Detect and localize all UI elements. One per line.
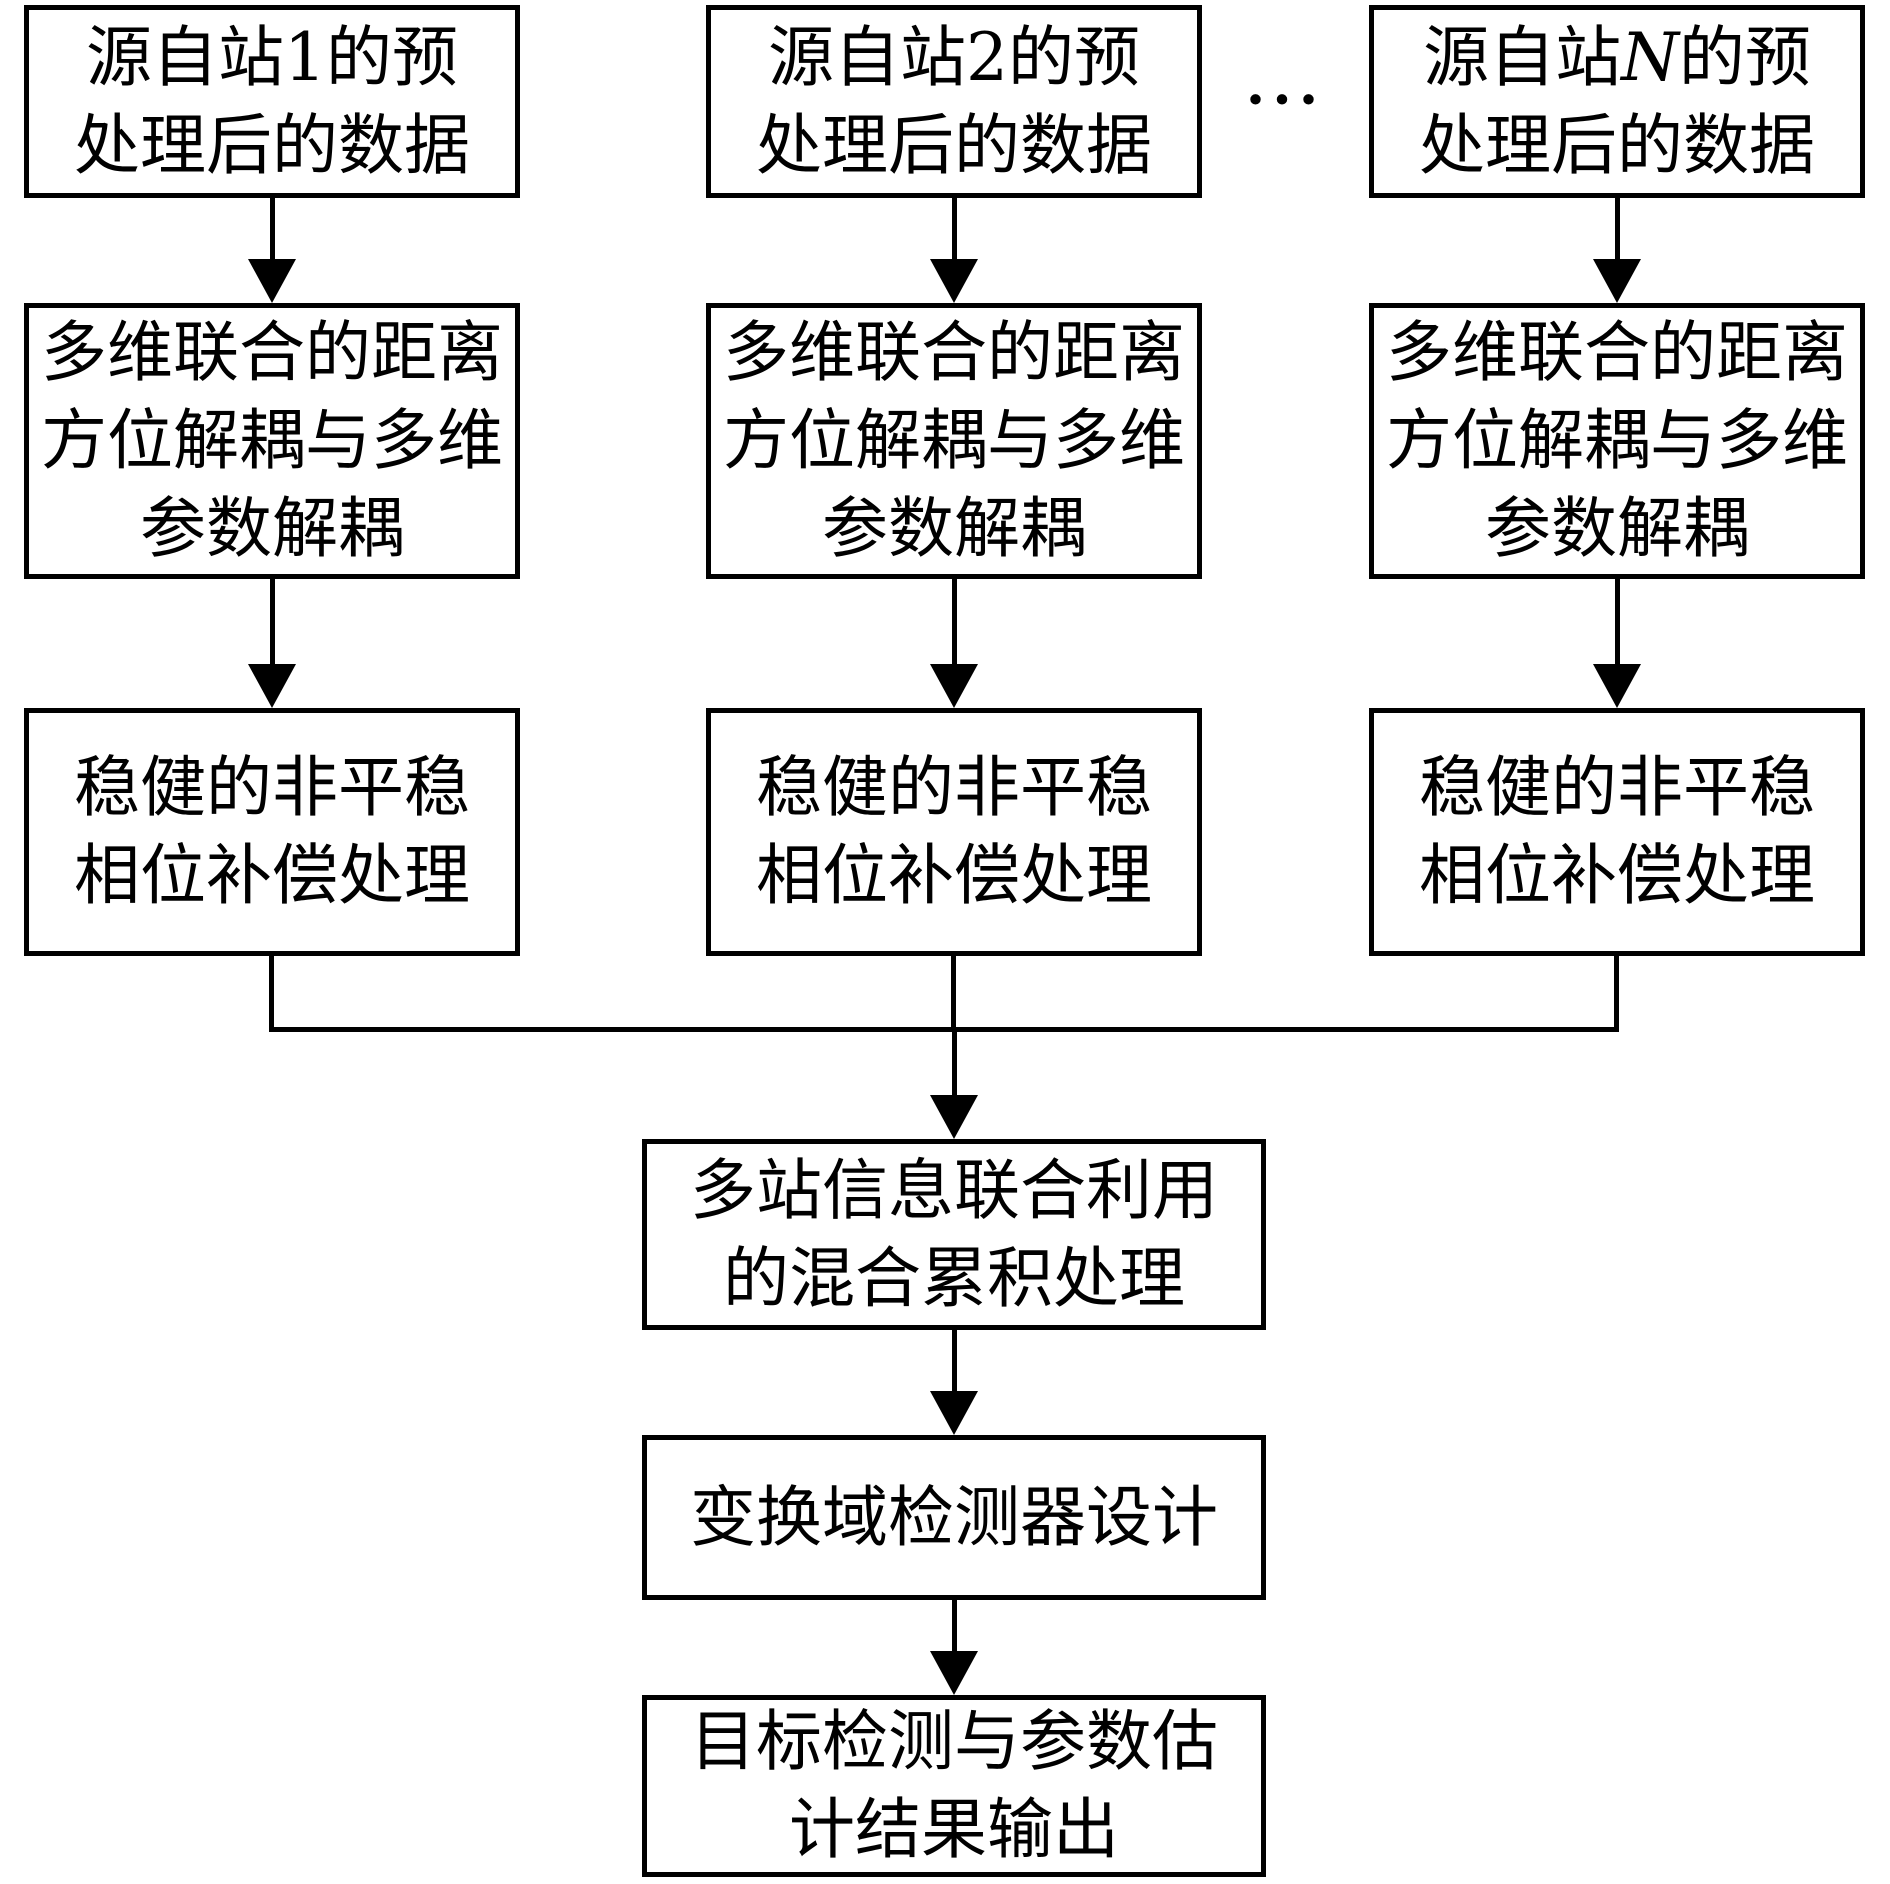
arrow-shaft xyxy=(951,1330,957,1391)
arrow-source-to-decouple-n xyxy=(1593,198,1641,303)
phase-line: 稳健的非平稳 xyxy=(756,749,1152,826)
arrow-shaft xyxy=(951,1600,957,1651)
decouple-line: 多维联合的距离 xyxy=(1386,314,1848,391)
station-2-decouple-box: 多维联合的距离 方位解耦与多维 参数解耦 xyxy=(706,303,1202,579)
ellipsis-dots: ··· xyxy=(1245,67,1326,133)
output-line: 目标检测与参数估 xyxy=(690,1703,1218,1780)
arrow-fusion-to-detector xyxy=(930,1330,978,1435)
station-n-source-line2: 处理后的数据 xyxy=(1419,106,1815,184)
arrow-head xyxy=(1593,259,1641,303)
detector-box: 变换域检测器设计 xyxy=(642,1435,1266,1600)
station-n-source-prefix: 源自站 xyxy=(1423,18,1622,96)
output-box: 目标检测与参数估 计结果输出 xyxy=(642,1695,1266,1877)
arrow-bus-to-fusion xyxy=(930,1029,978,1139)
arrow-head xyxy=(930,1651,978,1695)
arrow-decouple-to-phase-2 xyxy=(930,579,978,708)
station-2-source-prefix: 源自站 xyxy=(768,18,966,96)
decouple-line: 参数解耦 xyxy=(140,490,404,567)
station-1-phase-box: 稳健的非平稳 相位补偿处理 xyxy=(24,708,520,956)
merge-stem-right xyxy=(1614,953,1619,1032)
station-n-phase-box: 稳健的非平稳 相位补偿处理 xyxy=(1369,708,1865,956)
arrow-source-to-decouple-1 xyxy=(248,198,296,303)
decouple-line: 多维联合的距离 xyxy=(723,314,1185,391)
arrow-source-to-decouple-2 xyxy=(930,198,978,303)
station-1-source-line2: 处理后的数据 xyxy=(74,106,470,184)
detector-line: 变换域检测器设计 xyxy=(690,1478,1218,1556)
arrow-shaft xyxy=(1614,579,1620,664)
arrow-shaft xyxy=(1614,198,1620,259)
station-2-source-box: 源自站2的预 处理后的数据 xyxy=(706,5,1202,198)
phase-line: 稳健的非平稳 xyxy=(1419,749,1815,826)
arrow-detector-to-output xyxy=(930,1600,978,1695)
phase-line: 相位补偿处理 xyxy=(74,837,470,914)
phase-line: 相位补偿处理 xyxy=(756,837,1152,914)
arrow-shaft xyxy=(951,1029,957,1095)
arrow-shaft xyxy=(951,579,957,664)
station-1-source-suffix: 的预 xyxy=(326,18,458,96)
arrow-head xyxy=(930,1095,978,1139)
arrow-head xyxy=(930,259,978,303)
decouple-line: 参数解耦 xyxy=(1485,490,1749,567)
station-1-source-box: 源自站1的预 处理后的数据 xyxy=(24,5,520,198)
arrow-head xyxy=(248,664,296,708)
station-n-source-suffix: 的预 xyxy=(1678,18,1811,96)
arrow-shaft xyxy=(269,579,275,664)
station-2-id: 2 xyxy=(966,18,1008,96)
station-1-source-line1: 源自站1的预 xyxy=(86,14,458,102)
arrow-head xyxy=(1593,664,1641,708)
station-n-id: N xyxy=(1621,18,1679,96)
arrow-head xyxy=(930,1391,978,1435)
arrow-shaft xyxy=(269,198,275,259)
arrow-shaft xyxy=(951,198,957,259)
merge-stem-center xyxy=(951,953,956,1032)
phase-line: 稳健的非平稳 xyxy=(74,749,470,826)
station-1-decouple-box: 多维联合的距离 方位解耦与多维 参数解耦 xyxy=(24,303,520,579)
output-line: 计结果输出 xyxy=(789,1791,1119,1868)
phase-line: 相位补偿处理 xyxy=(1419,837,1815,914)
decouple-line: 参数解耦 xyxy=(822,490,1086,567)
decouple-line: 方位解耦与多维 xyxy=(41,402,503,479)
station-1-id: 1 xyxy=(284,18,326,96)
station-1-source-prefix: 源自站 xyxy=(86,18,284,96)
station-n-source-line1: 源自站N的预 xyxy=(1423,14,1811,102)
station-2-phase-box: 稳健的非平稳 相位补偿处理 xyxy=(706,708,1202,956)
fusion-box: 多站信息联合利用 的混合累积处理 xyxy=(642,1139,1266,1330)
station-n-decouple-box: 多维联合的距离 方位解耦与多维 参数解耦 xyxy=(1369,303,1865,579)
merge-stem-left xyxy=(269,953,274,1032)
decouple-line: 方位解耦与多维 xyxy=(1386,402,1848,479)
arrow-head xyxy=(930,664,978,708)
decouple-line: 方位解耦与多维 xyxy=(723,402,1185,479)
station-2-source-line1: 源自站2的预 xyxy=(768,14,1140,102)
fusion-line: 的混合累积处理 xyxy=(723,1239,1185,1317)
fusion-line: 多站信息联合利用 xyxy=(690,1151,1218,1229)
arrow-head xyxy=(248,259,296,303)
station-2-source-line2: 处理后的数据 xyxy=(756,106,1152,184)
arrow-decouple-to-phase-n xyxy=(1593,579,1641,708)
merge-bus xyxy=(269,1027,1619,1032)
station-n-source-box: 源自站N的预 处理后的数据 xyxy=(1369,5,1865,198)
decouple-line: 多维联合的距离 xyxy=(41,314,503,391)
arrow-decouple-to-phase-1 xyxy=(248,579,296,708)
station-2-source-suffix: 的预 xyxy=(1008,18,1140,96)
